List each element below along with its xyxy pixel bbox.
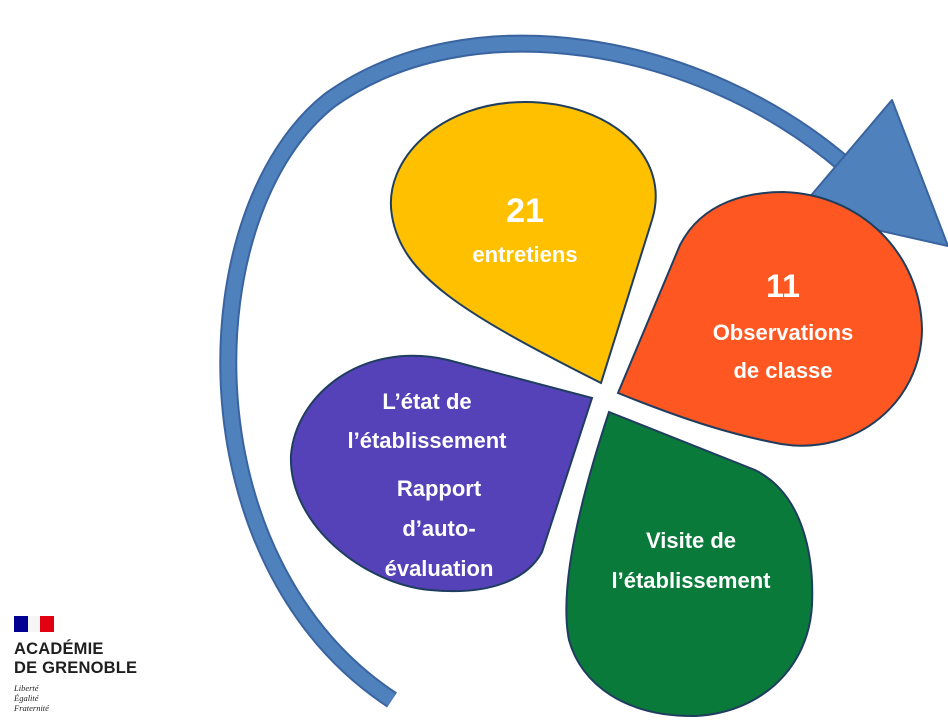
academie-logo: ACADÉMIE DE GRENOBLE Liberté Égalité Fra…: [0, 608, 170, 724]
french-flag-icon: [14, 612, 54, 636]
cycle-arrow-shaft-fill: [221, 36, 850, 706]
petal-label: de classe: [733, 358, 832, 383]
petal-label: d’auto-: [402, 516, 475, 541]
petal-shape: [565, 410, 814, 718]
petal-label: Observations: [713, 320, 854, 345]
academie-name-line2: DE GRENOBLE: [14, 659, 138, 677]
petal-shape: [289, 354, 594, 593]
petal-label: l’établissement: [348, 428, 508, 453]
petal-shape: [389, 100, 657, 385]
academie-name: ACADÉMIE DE GRENOBLE: [14, 640, 137, 678]
petal-visite: Visite de l’établissement: [565, 410, 814, 718]
petal-label: évaluation: [385, 556, 494, 581]
academie-name-line1: ACADÉMIE: [14, 640, 104, 658]
republic-motto: Liberté Égalité Fraternité: [14, 683, 49, 713]
motto-egalite: Égalité: [14, 693, 39, 703]
petal-label: Rapport: [397, 476, 482, 501]
motto-liberte: Liberté: [14, 683, 39, 693]
motto-fraternite: Fraternité: [14, 703, 49, 713]
petal-etat-etablissement: L’état de l’établissement Rapport d’auto…: [289, 354, 594, 593]
petal-number: 11: [766, 268, 800, 304]
petal-label: entretiens: [472, 242, 577, 267]
petal-label: l’établissement: [612, 568, 772, 593]
petal-shape: [616, 190, 924, 447]
flag-blue-band: [14, 616, 28, 632]
flag-white-band: [28, 616, 40, 632]
petal-observations: 11 Observations de classe: [616, 190, 924, 447]
flag-red-band: [40, 616, 54, 632]
petal-number: 21: [506, 192, 544, 230]
petal-entretiens: 21 entretiens: [389, 100, 657, 385]
petal-label: L’état de: [382, 389, 471, 414]
petal-label: Visite de: [646, 528, 736, 553]
